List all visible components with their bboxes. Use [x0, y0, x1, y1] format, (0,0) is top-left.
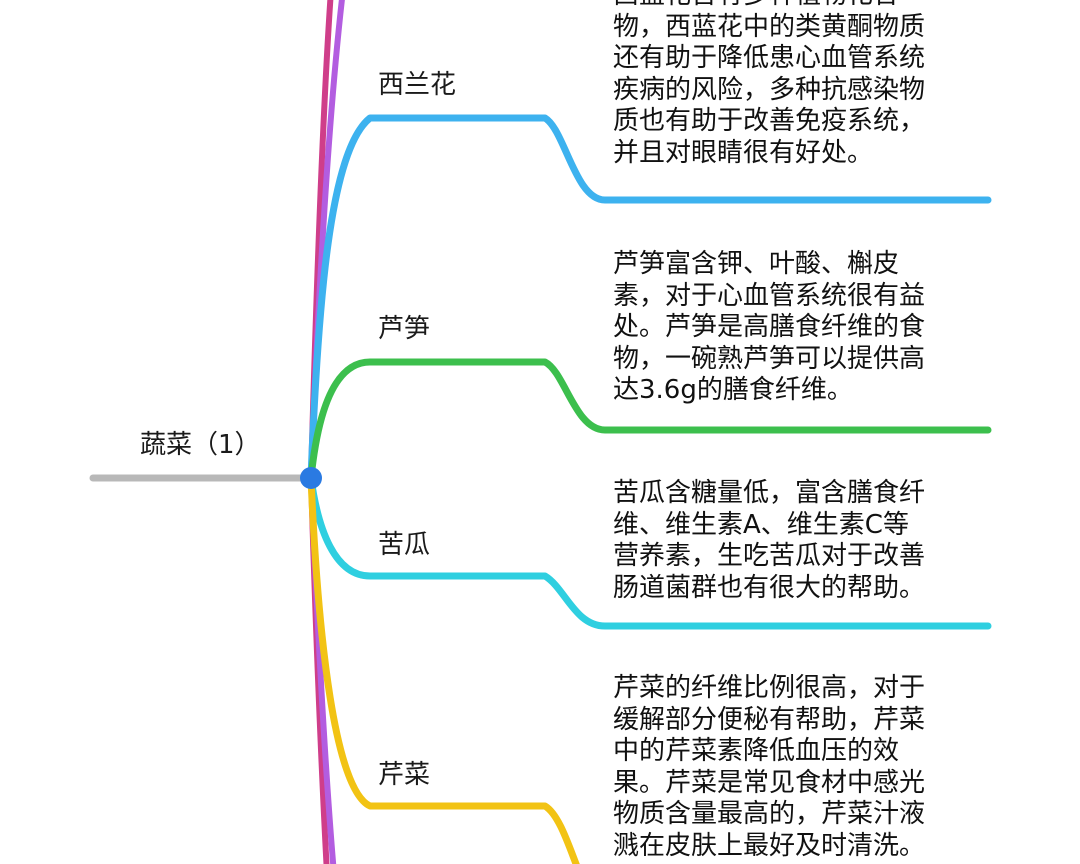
branch-desc-bitter-melon: 苦瓜含糖量低，富含膳食纤 维、维生素A、维生素C等 营养素，生吃苦瓜对于改善 肠… — [613, 478, 973, 604]
desc-line: 疾病的风险，多种抗感染物 — [613, 74, 926, 105]
root-node-dot — [300, 467, 322, 489]
branch-line-asparagus — [307, 358, 992, 482]
desc-line: 缓解部分便秘有帮助，芹菜 — [613, 704, 926, 735]
desc-line: 维、维生素A、维生素C等 — [613, 509, 909, 540]
desc-line: 还有助于降低患心血管系统 — [613, 43, 926, 73]
branch-line-bitter-melon — [307, 474, 992, 630]
desc-line: 达3.6g的膳食纤维。 — [613, 375, 853, 405]
desc-line: 处。芦笋是高膳食纤维的食 — [613, 312, 926, 342]
desc-line: 物，西蓝花中的类黄酮物质 — [613, 11, 926, 42]
branch-label-celery: 芹菜 — [378, 760, 431, 790]
desc-line: 营养素，生吃苦瓜对于改善 — [613, 541, 926, 571]
branch-desc-asparagus: 芦笋富含钾、叶酸、槲皮 素，对于心血管系统很有益 处。芦笋是高膳食纤维的食 物，… — [613, 249, 973, 407]
desc-line: 物质含量最高的，芹菜汁液 — [613, 799, 926, 829]
desc-line: 芹菜的纤维比例很高，对于 — [613, 673, 926, 703]
desc-line: 质也有助于改善免疫系统， — [613, 106, 926, 136]
desc-line: 中的芹菜素降低血压的效 — [613, 736, 900, 766]
branch-line-celery — [307, 474, 580, 864]
branch-line-broccoli — [307, 114, 992, 482]
root-topic-label: 蔬菜（1） — [140, 430, 261, 460]
branch-label-broccoli: 西兰花 — [378, 70, 457, 100]
desc-line: 芦笋富含钾、叶酸、槲皮 — [613, 249, 900, 279]
branch-label-bitter-melon: 苦瓜 — [378, 530, 431, 560]
desc-line: 果。芹菜是常见食材中感光 — [613, 767, 926, 798]
desc-line: 西蓝花含有多种植物化合 — [613, 0, 973, 12]
branch-desc-broccoli: 西蓝花含有多种植物化合 物，西蓝花中的类黄酮物质 还有助于降低患心血管系统 疾病… — [613, 0, 973, 169]
desc-line: 并且对眼睛很有好处。 — [613, 137, 874, 168]
desc-line: 苦瓜含糖量低，富含膳食纤 — [613, 478, 926, 508]
desc-line: 溅在皮肤上最好及时清洗。 — [613, 830, 926, 861]
desc-line: 物，一碗熟芦笋可以提供高 — [613, 343, 926, 374]
desc-line: 肠道菌群也有很大的帮助。 — [613, 572, 926, 603]
desc-line: 素，对于心血管系统很有益 — [613, 280, 926, 311]
branch-label-asparagus: 芦笋 — [378, 314, 431, 344]
branch-desc-celery: 芹菜的纤维比例很高，对于 缓解部分便秘有帮助，芹菜 中的芹菜素降低血压的效 果。… — [613, 673, 973, 862]
